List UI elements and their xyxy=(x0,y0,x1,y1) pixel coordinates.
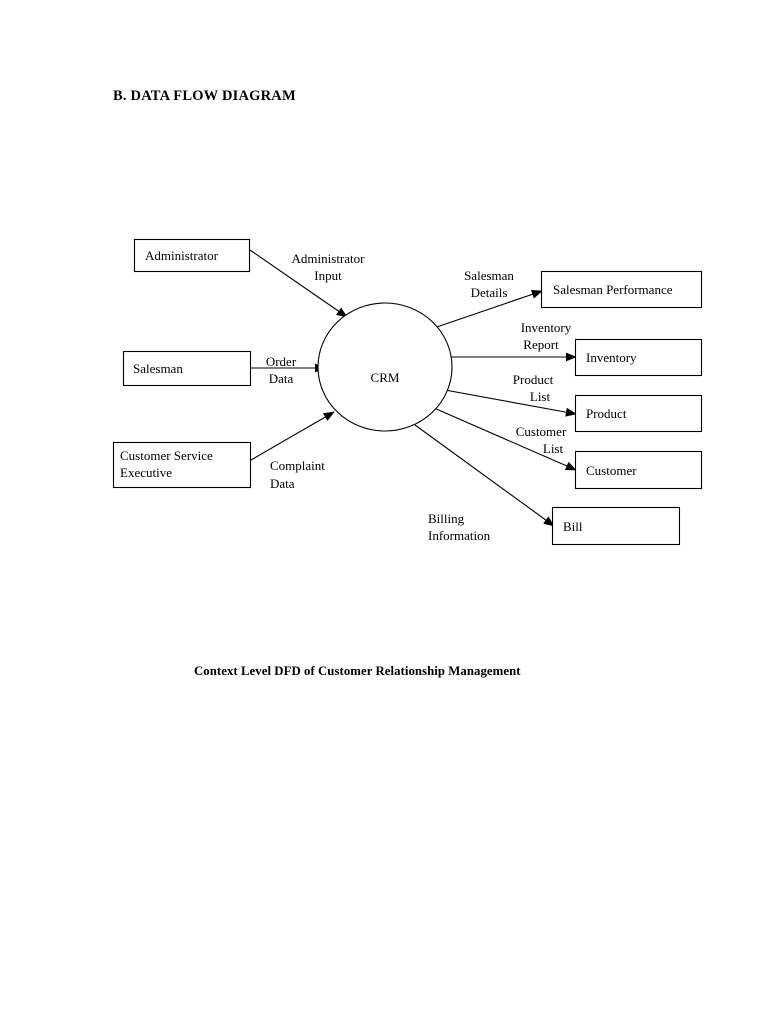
store-inventory[interactable] xyxy=(574,338,703,377)
store-salesman-performance[interactable] xyxy=(540,270,703,309)
store-bill[interactable] xyxy=(551,506,681,546)
flow-label-salesman-details-line1: Salesman xyxy=(464,268,514,283)
flow-line-complaint-data xyxy=(250,411,335,461)
flow-label-order-data-line1: Order xyxy=(266,354,297,369)
data-flow-diagram: CRM Administrator Salesman Customer Serv… xyxy=(112,238,703,546)
flow-label-billing-information-line1: Billing xyxy=(428,511,465,526)
flow-label-administrator-input-line2: Input xyxy=(314,268,342,283)
flow-label-product-list-line2: List xyxy=(530,389,551,404)
flow-label-inventory-report-line2: Report xyxy=(523,337,559,352)
entity-administrator-label: Administrator xyxy=(145,248,219,263)
flow-label-complaint-data-line2: Data xyxy=(270,476,295,491)
store-product[interactable] xyxy=(574,394,703,433)
entity-customer-service-executive[interactable] xyxy=(112,441,252,489)
flow-line-billing-information xyxy=(414,424,555,527)
store-salesman-performance-label: Salesman Performance xyxy=(553,282,673,297)
process-crm[interactable] xyxy=(317,302,453,432)
store-bill-label: Bill xyxy=(563,519,583,534)
flow-label-customer-list-line2: List xyxy=(543,441,564,456)
diagram-caption: Context Level DFD of Customer Relationsh… xyxy=(194,664,521,678)
entity-customer-service-executive-label-line2: Executive xyxy=(120,465,172,480)
process-crm-label: CRM xyxy=(371,370,400,385)
page-title: B. DATA FLOW DIAGRAM xyxy=(113,88,296,104)
flow-label-complaint-data-line1: Complaint xyxy=(270,458,325,473)
flow-line-salesman-details xyxy=(427,290,543,331)
flow-label-salesman-details-line2: Details xyxy=(471,285,508,300)
flow-line-product-list xyxy=(444,389,577,417)
flow-label-product-list-line1: Product xyxy=(513,372,554,387)
store-customer-label: Customer xyxy=(586,463,637,478)
flow-label-administrator-input-line1: Administrator xyxy=(292,251,366,266)
entity-salesman[interactable] xyxy=(122,350,252,387)
entity-salesman-label: Salesman xyxy=(133,361,183,376)
store-inventory-label: Inventory xyxy=(586,350,637,365)
store-product-label: Product xyxy=(586,406,627,421)
flow-line-administrator-input xyxy=(249,249,348,318)
entity-customer-service-executive-label-line1: Customer Service xyxy=(120,448,213,463)
flow-label-customer-list-line1: Customer xyxy=(516,424,567,439)
store-customer[interactable] xyxy=(574,450,703,490)
entity-administrator[interactable] xyxy=(133,238,251,273)
flow-label-order-data-line2: Data xyxy=(269,371,294,386)
flow-line-customer-list xyxy=(433,407,577,471)
flow-label-billing-information-line2: Information xyxy=(428,528,491,543)
flow-label-inventory-report-line1: Inventory xyxy=(521,320,572,335)
